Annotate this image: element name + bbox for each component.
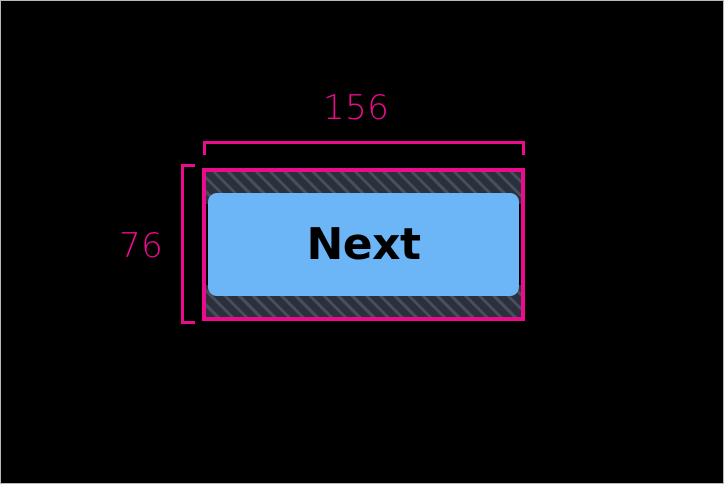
- height-dimension-label: 76: [119, 226, 164, 266]
- width-dimension-label: 156: [323, 88, 390, 128]
- next-button-label: Next: [306, 218, 421, 270]
- next-button[interactable]: Next: [208, 193, 519, 296]
- element-bounding-box: Next: [202, 168, 525, 321]
- width-dimension-bracket: [203, 141, 525, 155]
- element-content: Next: [206, 172, 521, 317]
- height-dimension-bracket: [181, 164, 195, 324]
